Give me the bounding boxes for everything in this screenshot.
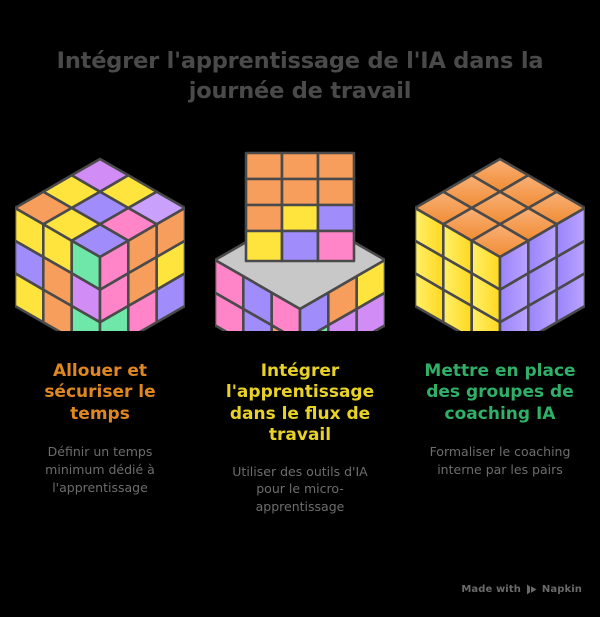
watermark-brand-label: Napkin xyxy=(541,584,582,595)
column-integrer-apprentissage-flux-travail: Intégrer l'apprentissage dans le flux de… xyxy=(200,148,400,516)
column-heading: Intégrer l'apprentissage dans le flux de… xyxy=(225,361,375,446)
column-heading: Allouer et sécuriser le temps xyxy=(44,361,156,424)
napkin-watermark: Made with Napkin xyxy=(461,584,582,595)
column-heading: Mettre en place des groupes de coaching … xyxy=(424,361,576,424)
watermark-made-with-label: Made with xyxy=(461,584,521,595)
column-subtext: Utiliser des outils d'IA pour le micro-a… xyxy=(232,463,368,515)
column-subtext: Formaliser le coaching interne par les p… xyxy=(429,444,571,477)
napkin-play-logo-icon xyxy=(526,584,537,595)
column-subtext: Définir un temps minimum dédié à l'appre… xyxy=(45,444,155,495)
page-title: Intégrer l'apprentissage de l'IA dans la… xyxy=(56,48,544,105)
rubiks-cube-solved-icon xyxy=(408,148,593,333)
columns-container: Allouer et sécuriser le temps Définir un… xyxy=(0,148,600,516)
column-allouer-securiser-le-temps: Allouer et sécuriser le temps Définir un… xyxy=(0,148,200,496)
rubiks-cube-scrambled-icon xyxy=(8,148,193,333)
rubiks-cube-exploded-layer-icon xyxy=(208,148,393,333)
column-mettre-en-place-groupes-coaching-ia: Mettre en place des groupes de coaching … xyxy=(400,148,600,479)
